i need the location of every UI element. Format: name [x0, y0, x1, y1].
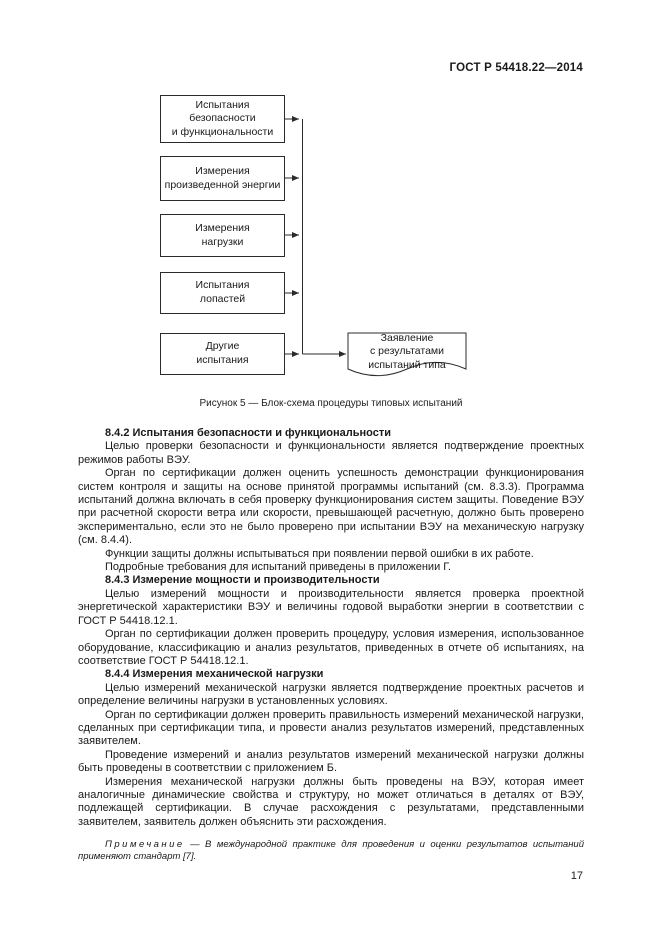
flowchart-box-other-tests: Другие испытания	[160, 333, 285, 375]
note: Примечание — В международной практике дл…	[78, 839, 584, 863]
paragraph: Подробные требования для испытаний приве…	[105, 561, 451, 574]
flowchart-box-load-measurements: Измерения нагрузки	[160, 214, 285, 257]
paragraph: Проведение измерений и анализ результато…	[78, 748, 584, 775]
paragraph: Орган по сертификации должен проверить п…	[78, 628, 584, 667]
flowchart-result-document: Заявление с результатами испытаний типа	[368, 331, 446, 371]
section-heading-844: 8.4.4 Измерения механической нагрузки	[105, 668, 324, 681]
paragraph: Функции защиты должны испытываться при п…	[105, 547, 534, 560]
flowchart-connectors	[285, 116, 467, 377]
paragraph: Целью проверки безопасности и функционал…	[78, 440, 584, 466]
section-heading-842: 8.4.2 Испытания безопасности и функциона…	[105, 427, 392, 439]
doc-number: ГОСТ Р 54418.22—2014	[449, 62, 583, 74]
flowchart-box-energy-measurements: Измерения произведенной энергии	[160, 156, 285, 201]
note-label: Примечание	[105, 839, 185, 851]
paragraph: Орган по сертификации должен проверить п…	[78, 708, 584, 748]
flowchart-box-safety-tests: Испытания безопасности и функциональност…	[160, 95, 285, 143]
flowchart-box-blade-tests: Испытания лопастей	[160, 272, 285, 314]
figure-caption: Рисунок 5 — Блок-схема процедуры типовых…	[199, 398, 463, 409]
body-text: 8.4.2 Испытания безопасности и функциона…	[78, 427, 584, 863]
paragraph: Орган по сертификации должен оценить усп…	[78, 467, 584, 547]
section-heading-843: 8.4.3 Измерение мощности и производитель…	[105, 574, 380, 587]
paragraph: Целью измерений мощности и производитель…	[78, 587, 584, 627]
page-number: 17	[570, 870, 583, 882]
note-text: — В международной практике для проведени…	[78, 839, 584, 863]
paragraph: Измерения механической нагрузки должны б…	[78, 775, 584, 828]
paragraph: Целью измерений механической нагрузки яв…	[78, 681, 584, 708]
document-symbol	[347, 332, 467, 377]
